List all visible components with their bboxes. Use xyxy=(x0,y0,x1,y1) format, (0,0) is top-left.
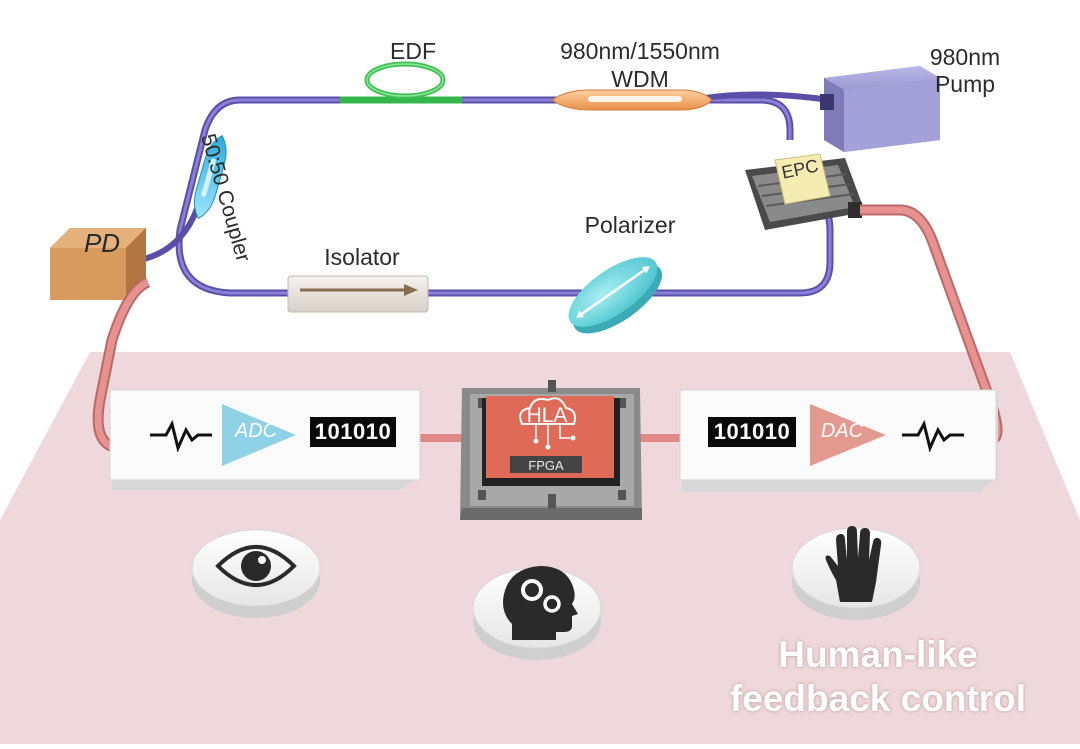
fiber-ring-highlight xyxy=(177,98,832,295)
wdm-label-line1: 980nm/1550nm xyxy=(560,38,720,64)
isolator-label: Isolator xyxy=(324,244,400,270)
wdm-label-line2: WDM xyxy=(611,66,669,92)
pd-box-top xyxy=(50,228,146,248)
waveform-in-icon xyxy=(150,419,212,453)
pd-box-front xyxy=(50,248,126,300)
fiber-pd-branch xyxy=(139,199,203,263)
circuit-node xyxy=(545,444,551,450)
edf-coil-highlight xyxy=(366,63,444,97)
fiber-pump-branch xyxy=(704,91,831,103)
pump-box-front xyxy=(824,78,844,152)
binary-output-box: 101010 xyxy=(310,417,396,447)
pump-label-line2: Pump xyxy=(934,71,996,97)
pump-label-line1: 980nm xyxy=(929,44,1001,70)
dac-triangle xyxy=(810,404,886,466)
fpga-label-plate xyxy=(510,456,582,473)
caption-title-line2: feedback control xyxy=(729,678,1027,719)
adc-label: ADC xyxy=(234,420,278,442)
caption-title-line1: Human-like xyxy=(778,634,978,675)
adc-triangle xyxy=(222,404,296,466)
pd-label: PD xyxy=(83,228,121,258)
hand-icon xyxy=(825,526,882,602)
fpga-board-edge xyxy=(460,508,642,520)
pump-box-face xyxy=(844,78,940,152)
pump-box-top xyxy=(824,66,940,90)
cable-pd-adc-core xyxy=(94,278,150,452)
hla-label: HLA xyxy=(526,404,568,427)
coupler-device xyxy=(193,135,227,220)
waveform-out-icon xyxy=(902,419,964,453)
edf-label: EDF xyxy=(390,38,436,64)
circuit-node xyxy=(570,435,576,441)
brain-button xyxy=(472,566,602,660)
polarizer-label: Polarizer xyxy=(584,212,676,238)
fiber-top xyxy=(240,96,794,140)
fiber-top-highlight xyxy=(240,98,792,140)
dac-label: DAC xyxy=(820,420,864,442)
binary-input-box: 101010 xyxy=(708,417,796,447)
circuit-node xyxy=(533,438,539,444)
circuit-traces xyxy=(535,424,570,444)
fpga-label: FPGA xyxy=(528,458,564,473)
head-gears-icon xyxy=(503,566,578,640)
hand-button xyxy=(791,526,921,620)
pump-connector xyxy=(820,94,834,110)
wdm-highlight xyxy=(588,96,682,102)
epc-paddle xyxy=(774,153,831,205)
eye-button xyxy=(191,529,321,618)
eye-icon xyxy=(215,545,297,587)
isolator-device xyxy=(287,275,429,313)
cloud-circuit-icon xyxy=(519,397,576,425)
epc-connector xyxy=(848,202,862,218)
fiber-ring xyxy=(175,96,834,297)
polarizer-device xyxy=(568,257,663,334)
isolator-arrow-head xyxy=(404,284,418,296)
